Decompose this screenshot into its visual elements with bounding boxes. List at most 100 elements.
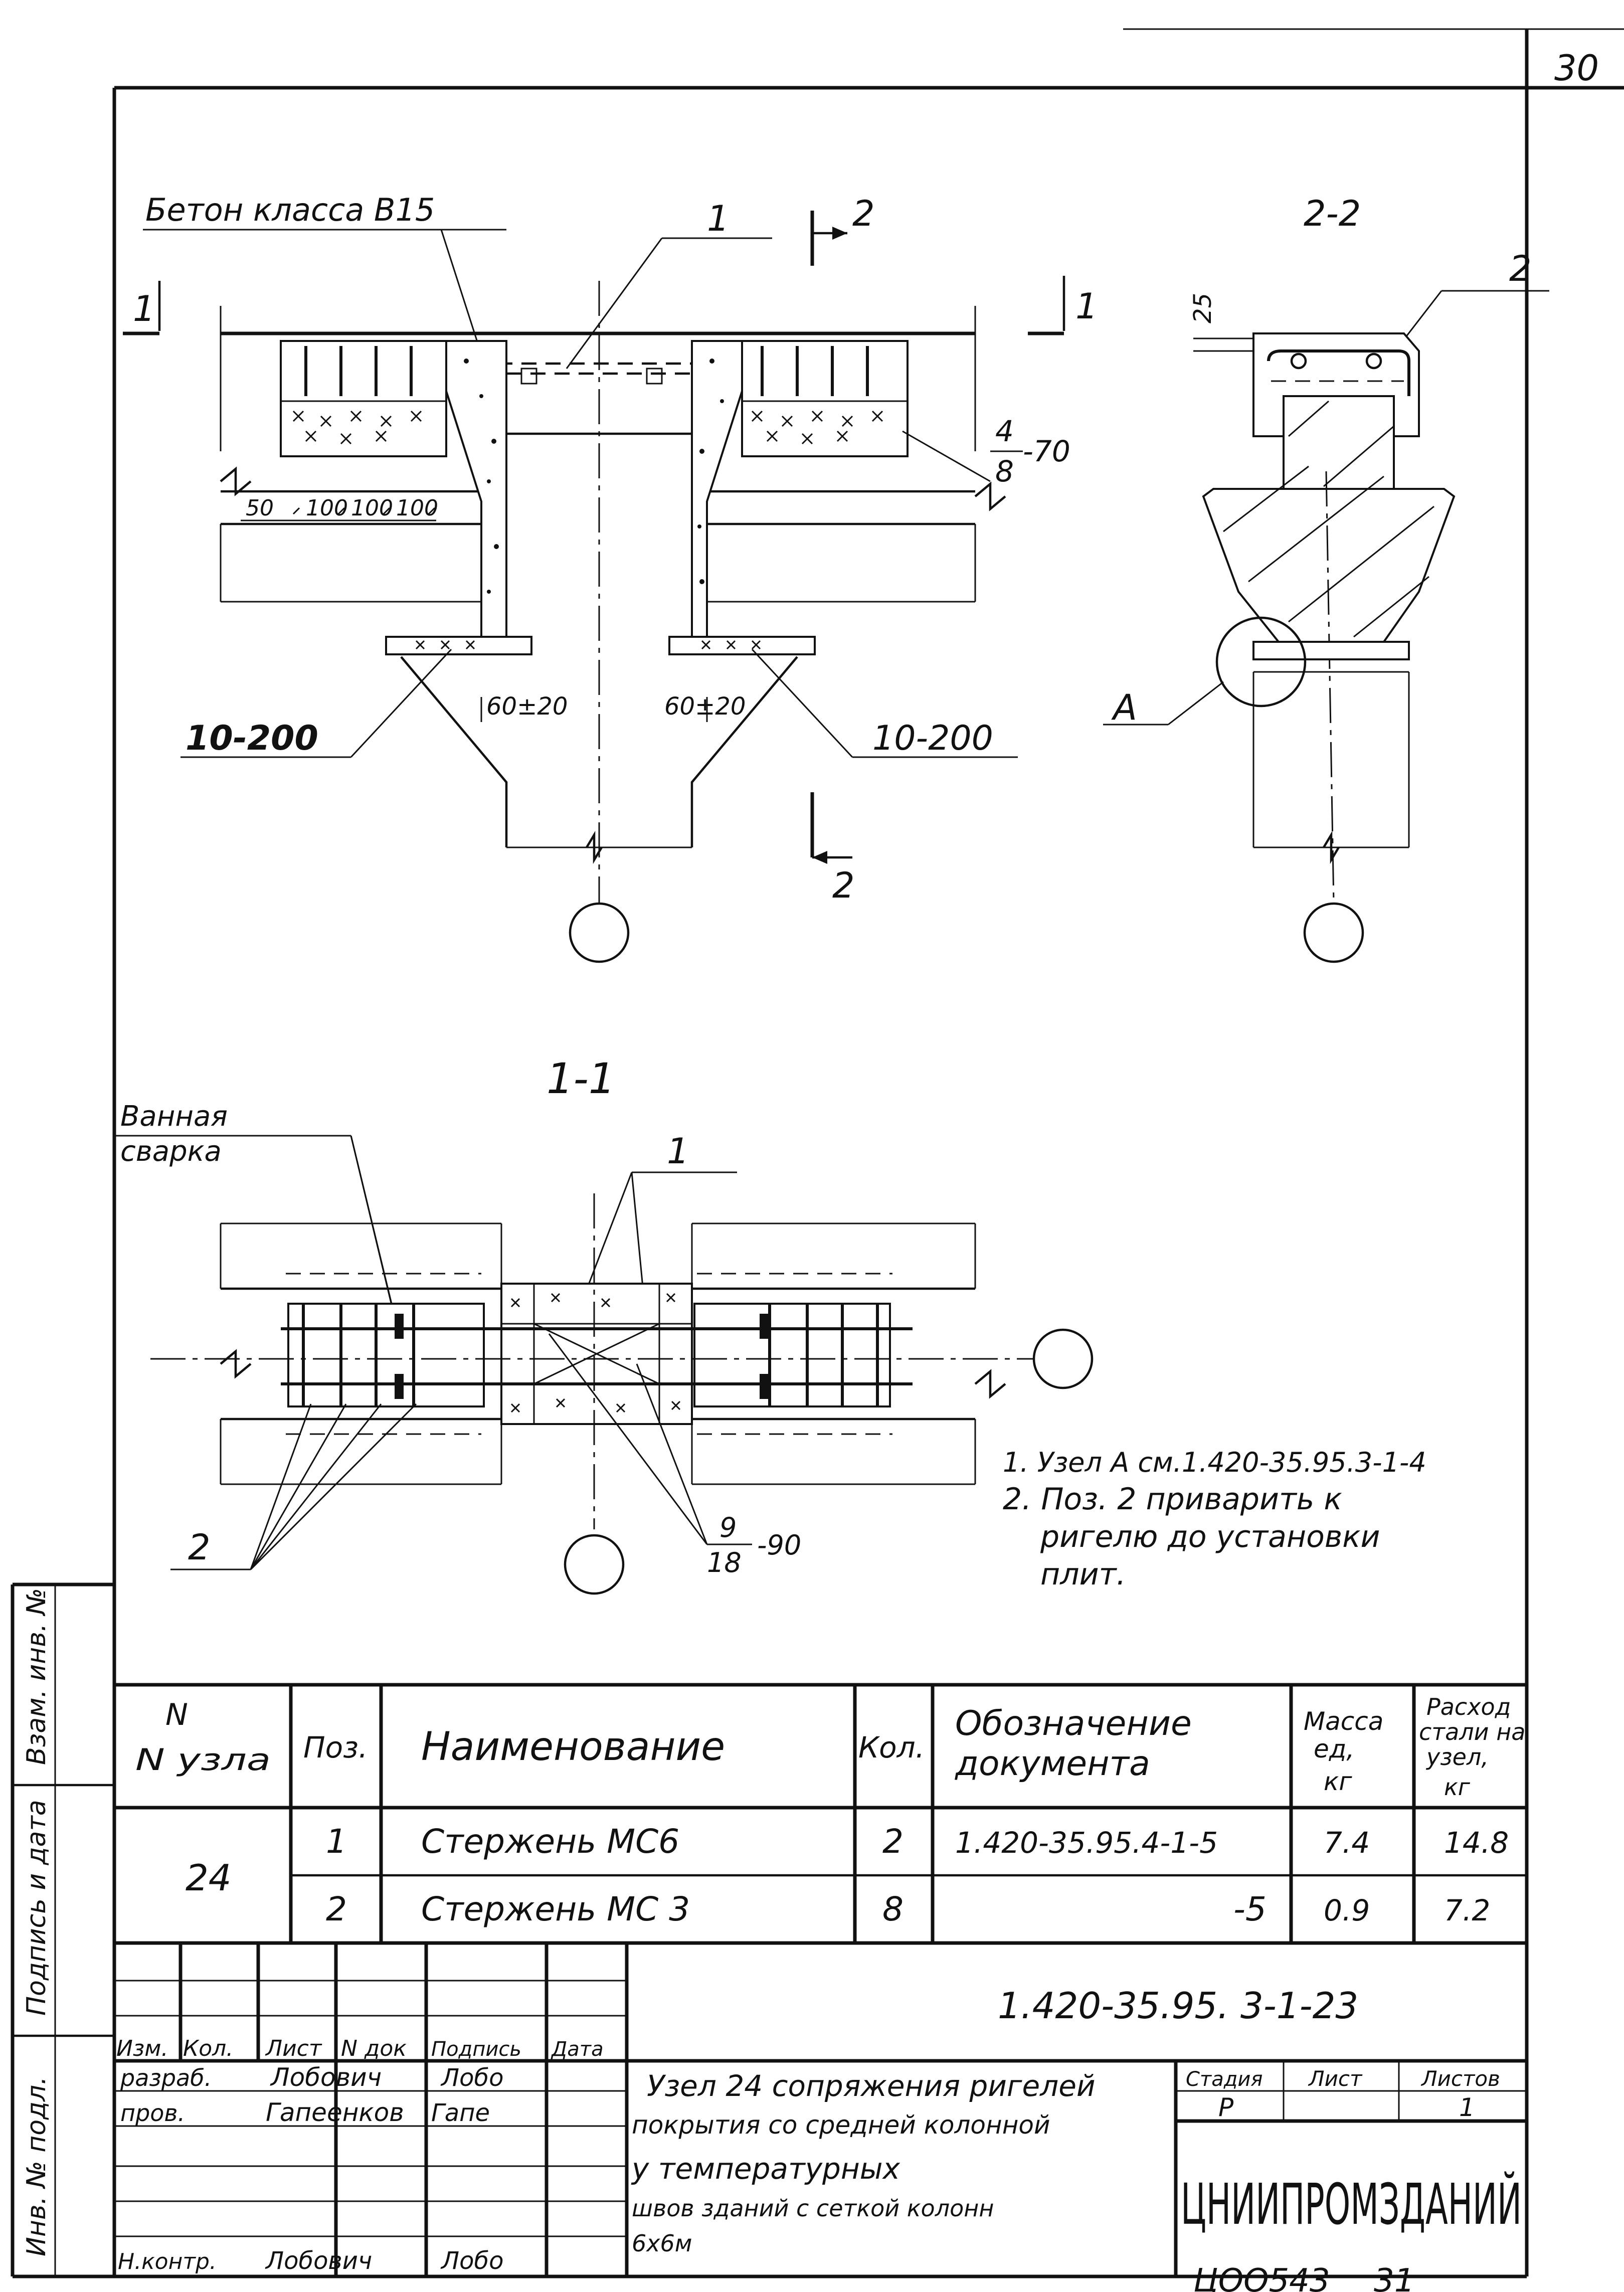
section-1-1-leader-2: 2: [188, 1527, 211, 1568]
detail-a-label: А: [1111, 687, 1137, 728]
stamp-inv-podl: Инв. № подл.: [22, 2076, 52, 2256]
tb-org: ЦНИИПРОМЗДАНИЙ: [1181, 2171, 1522, 2237]
tb-col-kol: Кол.: [183, 2036, 233, 2061]
bar-label-den: 8: [995, 454, 1014, 488]
th-use-4: кг: [1444, 1774, 1471, 1801]
dim-100-2: 100: [351, 495, 393, 521]
note-4: плит.: [1040, 1557, 1126, 1592]
s11-bar-den: 18: [707, 1547, 742, 1578]
cut-2-bottom: 2: [832, 865, 855, 906]
tb-stage-value: Р: [1218, 2093, 1234, 2122]
row2-qty: 8: [882, 1890, 904, 1928]
row2-name: Стержень МС 3: [421, 1890, 690, 1928]
tb-sign-1: Лобо: [440, 2064, 503, 2092]
row1-mass: 7.4: [1324, 1826, 1370, 1860]
tb-role-2: пров.: [120, 2099, 185, 2127]
cut-2-top: 2: [852, 193, 875, 234]
tb-title-2: покрытия со средней колонной: [632, 2110, 1050, 2140]
tb-name-2: Гапеенков: [266, 2098, 404, 2127]
title-block: Изм. Кол. Лист N док Подпись Дата разраб…: [114, 1943, 1527, 2276]
th-qty: Кол.: [858, 1730, 925, 1765]
th-use-3: узел,: [1425, 1743, 1489, 1771]
tb-role-1: разраб.: [120, 2064, 212, 2091]
section-2-2: 2-2 2 25: [1103, 193, 1549, 963]
dim-100-3: 100: [396, 495, 438, 521]
tb-col-list: Лист: [265, 2036, 322, 2061]
stamp-podpis-data: Подпись и дата: [22, 1800, 52, 2016]
row1-pos: 1: [326, 1822, 347, 1861]
node-value: 24: [186, 1857, 232, 1899]
tb-stage-label: Стадия: [1186, 2068, 1262, 2091]
row1-doc: 1.420-35.95.4-1-5: [955, 1826, 1218, 1860]
th-mass-3: кг: [1324, 1767, 1352, 1796]
row1-total: 14.8: [1444, 1826, 1509, 1860]
tb-col-izm: Изм.: [116, 2036, 168, 2061]
section-1-1: 1-1 Ванная сварка 1: [115, 1054, 1094, 1595]
bottom-page: 31: [1374, 2262, 1414, 2292]
row2-doc: -5: [1233, 1890, 1267, 1928]
weld-label-2: сварка: [120, 1135, 222, 1168]
gap-right: 60±20: [664, 692, 746, 721]
th-use-2: стали на: [1419, 1718, 1525, 1745]
tb-role-3: Н.контр.: [118, 2249, 217, 2274]
sheet-frame: [112, 28, 1624, 2278]
row1-qty: 2: [882, 1822, 904, 1861]
section-2-2-title: 2-2: [1304, 193, 1361, 234]
dim-50: 50: [246, 495, 274, 521]
top-view: Бетон класса В15 1 2 1 1: [123, 192, 1098, 963]
dim-100-1: 100: [306, 495, 348, 521]
tb-name-3: Лобович: [265, 2247, 372, 2275]
tb-title-1: Узел 24 сопряжения ригелей: [647, 2069, 1096, 2103]
tb-col-ndok: N док: [341, 2036, 407, 2061]
th-name: Наименование: [421, 1724, 725, 1770]
tb-sheets-label: Листов: [1420, 2066, 1500, 2091]
s11-bar-suffix: -90: [757, 1529, 801, 1561]
row2-mass: 0.9: [1324, 1893, 1370, 1927]
side-stamp: Инв. № подл. Подпись и дата Взам. инв. №: [11, 1582, 114, 2278]
spec-table: N N узла Поз. Наименование Кол. Обозначе…: [114, 1683, 1527, 1945]
dim-25: 25: [1189, 293, 1217, 323]
tb-sheets-value: 1: [1459, 2093, 1475, 2122]
tb-title-3: у температурных: [631, 2152, 900, 2186]
row2-total: 7.2: [1444, 1893, 1490, 1927]
section-1-1-title: 1-1: [547, 1054, 615, 1103]
weld-label-1: Ванная: [120, 1100, 228, 1133]
bottom-code: ЦОО543: [1193, 2262, 1330, 2292]
stamp-vzam-inv: Взам. инв. №: [22, 1588, 52, 1765]
leader-1: 1: [707, 198, 730, 239]
tb-name-1: Лобович: [270, 2063, 382, 2092]
th-doc-1: Обозначение: [955, 1704, 1192, 1743]
th-doc-2: документа: [955, 1744, 1150, 1784]
gap-left: 60±20: [486, 692, 568, 721]
tb-col-podpis: Подпись: [431, 2038, 521, 2061]
bar-label-suffix: -70: [1023, 434, 1070, 468]
tb-sign-3: Лобо: [440, 2247, 503, 2275]
weld-right: 10-200: [872, 719, 993, 758]
th-mass-2: ед,: [1314, 1734, 1354, 1764]
th-node: N узла: [135, 1742, 271, 1778]
section-2-2-leader: 2: [1509, 248, 1532, 289]
notes: 1. Узел А см.1.420-35.95.3-1-4 2. Поз. 2…: [1003, 1447, 1426, 1592]
concrete-label: Бетон класса В15: [145, 192, 435, 228]
tb-title-5: 6х6м: [632, 2230, 692, 2257]
note-2: 2. Поз. 2 приварить к: [1003, 1482, 1342, 1517]
cut-1-right: 1: [1075, 286, 1098, 327]
th-node-1: N: [165, 1697, 188, 1732]
th-use-1: Расход: [1426, 1693, 1511, 1720]
tb-designation: 1.420-35.95. 3-1-23: [998, 1985, 1358, 2027]
weld-left: 10-200: [186, 719, 318, 758]
note-1: 1. Узел А см.1.420-35.95.3-1-4: [1003, 1447, 1426, 1478]
cut-1-left: 1: [133, 288, 155, 329]
section-1-1-leader-1: 1: [667, 1131, 689, 1172]
note-3: ригелю до установки: [1040, 1519, 1380, 1554]
page-number: 30: [1554, 48, 1599, 89]
tb-sheet-label: Лист: [1308, 2066, 1363, 2091]
tb-col-data: Дата: [551, 2038, 604, 2061]
tb-sign-2: Гапе: [431, 2099, 490, 2127]
row2-pos: 2: [326, 1890, 347, 1928]
s11-bar-num: 9: [719, 1512, 737, 1543]
th-pos: Поз.: [303, 1730, 368, 1765]
bar-label-num: 4: [995, 414, 1014, 448]
row1-name: Стержень МС6: [421, 1822, 679, 1861]
